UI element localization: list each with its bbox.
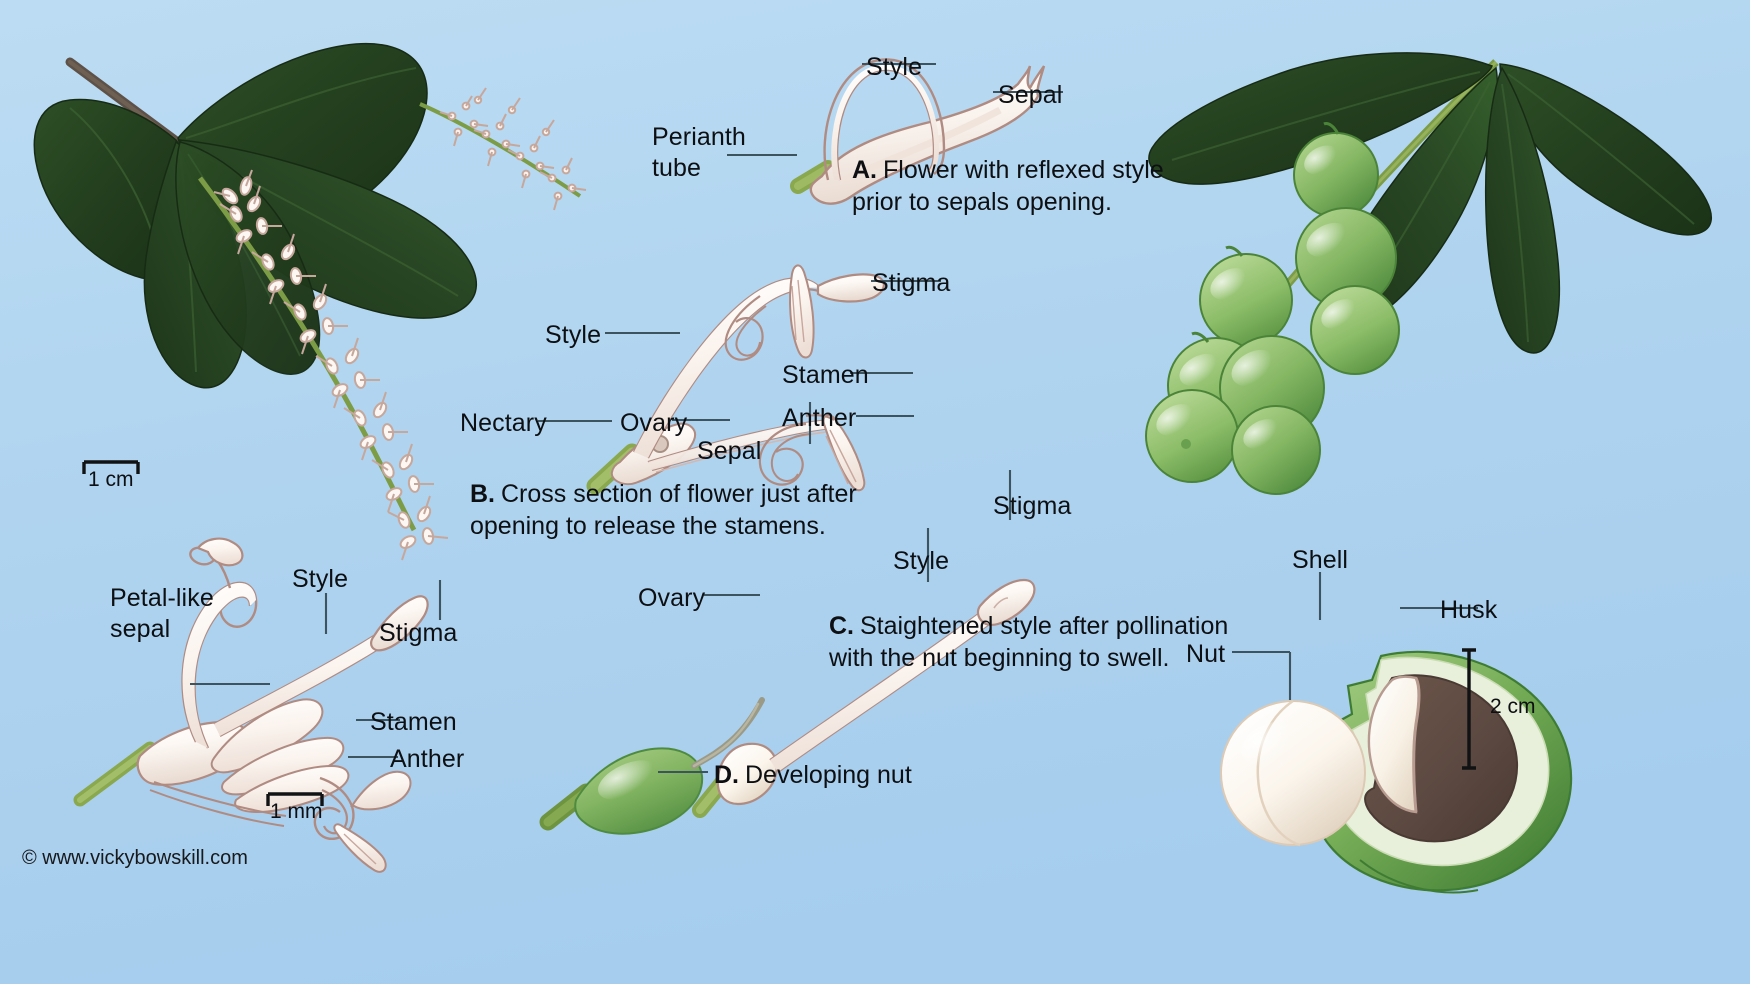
caption-c-marker: C. bbox=[829, 612, 854, 640]
label-df-anther: Anther bbox=[390, 745, 465, 773]
dissected-flower bbox=[73, 537, 429, 873]
label-a-style: Style bbox=[866, 53, 923, 81]
panel-a-flower bbox=[790, 58, 1046, 205]
caption-a-text: Flower with reflexed style prior to sepa… bbox=[852, 156, 1164, 216]
caption-b: B.Cross section of flower just after ope… bbox=[470, 479, 857, 542]
panel-c-straightened-style bbox=[692, 578, 1036, 818]
label-b-sepal: Sepal bbox=[697, 437, 762, 465]
caption-c-text: Staightened style after pollination with… bbox=[829, 612, 1229, 672]
caption-d: D.Developing nut bbox=[714, 760, 912, 792]
credit-text: © www.vickybowskill.com bbox=[22, 847, 248, 869]
scale-bar-1cm bbox=[82, 460, 140, 474]
caption-d-marker: D. bbox=[714, 761, 739, 789]
nut-husk-section bbox=[1220, 650, 1573, 894]
raceme-mid bbox=[213, 169, 253, 205]
scale-bar-marks bbox=[82, 460, 1476, 806]
scale-label-1cm: 1 cm bbox=[88, 468, 134, 491]
scale-bar-2cm bbox=[1462, 648, 1476, 770]
label-b-nectary: Nectary bbox=[460, 409, 547, 437]
raceme-upper bbox=[419, 87, 587, 211]
label-a-perianth-tube: Perianth tube bbox=[652, 123, 746, 182]
panel-d-developing-nut bbox=[539, 697, 765, 835]
label-shell: Shell bbox=[1292, 546, 1349, 574]
label-nut: Nut bbox=[1186, 640, 1226, 668]
branch-with-racemes bbox=[33, 42, 587, 561]
caption-a: A.Flower with reflexed style prior to se… bbox=[852, 155, 1164, 218]
label-b-style: Style bbox=[545, 321, 602, 349]
caption-c: C.Staightened style after pollination wi… bbox=[829, 611, 1228, 674]
label-b-anther: Anther bbox=[782, 404, 857, 432]
label-b-stigma: Stigma bbox=[872, 269, 951, 297]
label-b-stamen: Stamen bbox=[782, 361, 869, 389]
raceme-long bbox=[198, 176, 449, 561]
label-a-sepal: Sepal bbox=[998, 81, 1063, 109]
scale-bar-1mm bbox=[266, 792, 324, 806]
label-c-stigma: Stigma bbox=[993, 492, 1072, 520]
panel-b-cross-section bbox=[586, 264, 885, 495]
branch-with-fruit bbox=[1145, 52, 1712, 495]
label-df-style: Style bbox=[292, 565, 349, 593]
leader-lines bbox=[190, 62, 1478, 774]
scale-label-2cm: 2 cm bbox=[1490, 695, 1536, 718]
label-df-stigma: Stigma bbox=[379, 619, 458, 647]
fruit-cluster bbox=[1145, 122, 1400, 495]
scale-label-1mm: 1 mm bbox=[270, 800, 323, 823]
caption-d-text: Developing nut bbox=[745, 761, 912, 789]
caption-b-marker: B. bbox=[470, 480, 495, 508]
label-df-stamen: Stamen bbox=[370, 708, 457, 736]
label-b-ovary: Ovary bbox=[620, 409, 688, 437]
caption-a-marker: A. bbox=[852, 156, 877, 184]
label-c-ovary: Ovary bbox=[638, 584, 706, 612]
label-husk: Husk bbox=[1440, 596, 1498, 624]
caption-b-text: Cross section of flower just after openi… bbox=[470, 480, 857, 540]
label-c-style: Style bbox=[893, 547, 950, 575]
label-df-petal-like-sepal: Petal-like sepal bbox=[110, 584, 214, 643]
